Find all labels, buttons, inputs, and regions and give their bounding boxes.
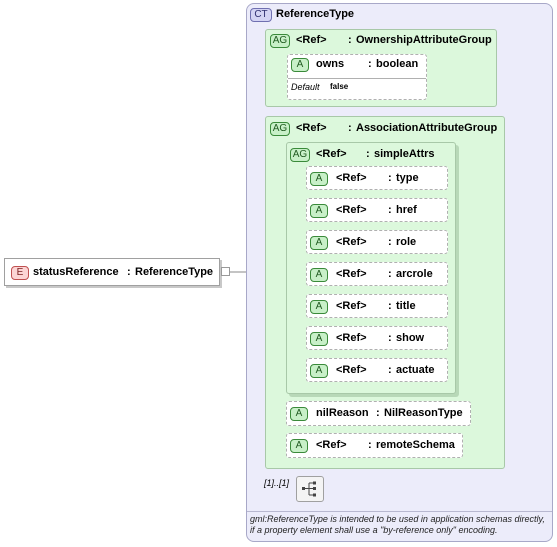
attr-href-box[interactable]	[306, 198, 448, 222]
attr-href-name: href	[396, 204, 417, 216]
element-sep: :	[127, 266, 131, 278]
attr-actuate-box[interactable]	[306, 358, 448, 382]
attr-actuate-sep: :	[388, 364, 392, 376]
nil-reason-sep: :	[376, 407, 380, 419]
simple-attrs-badge: AG	[290, 148, 310, 162]
owns-divider	[288, 78, 426, 79]
complex-type-badge: CT	[250, 8, 272, 22]
attr-role-badge: A	[310, 236, 328, 250]
owns-attribute-type: boolean	[376, 58, 419, 70]
association-group-badge: AG	[270, 122, 290, 136]
remote-schema-ref: <Ref>	[316, 439, 347, 451]
attr-arcrole-box[interactable]	[306, 262, 448, 286]
attr-actuate-name: actuate	[396, 364, 435, 376]
remote-schema-name: remoteSchema	[376, 439, 455, 451]
attr-role-sep: :	[388, 236, 392, 248]
complex-type-name: ReferenceType	[276, 8, 355, 20]
attr-role-box[interactable]	[306, 230, 448, 254]
ownership-group-name: OwnershipAttributeGroup	[356, 34, 492, 46]
ownership-group-badge: AG	[270, 34, 290, 48]
element-type: ReferenceType	[135, 266, 214, 278]
attr-show-sep: :	[388, 332, 392, 344]
default-label: Default	[291, 82, 320, 92]
attr-title-name: title	[396, 300, 416, 312]
element-name: statusReference	[33, 266, 119, 278]
attr-title-badge: A	[310, 300, 328, 314]
element-badge: E	[11, 266, 29, 280]
owns-attribute-sep: :	[368, 58, 372, 70]
attr-href-badge: A	[310, 204, 328, 218]
nil-reason-badge: A	[290, 407, 308, 421]
simple-attrs-ref: <Ref>	[316, 148, 347, 160]
attr-arcrole-sep: :	[388, 268, 392, 280]
documentation-divider	[247, 511, 552, 512]
documentation-text: gml:ReferenceType is intended to be used…	[250, 514, 545, 535]
default-value: false	[330, 82, 349, 91]
owns-attribute-box[interactable]	[287, 54, 427, 100]
attr-href-sep: :	[388, 204, 392, 216]
attr-arcrole-ref: <Ref>	[336, 268, 367, 280]
attr-title-ref: <Ref>	[336, 300, 367, 312]
attr-show-name: show	[396, 332, 425, 344]
sequence-compositor-icon[interactable]	[296, 476, 324, 502]
owns-attribute-badge: A	[291, 58, 309, 72]
attr-show-box[interactable]	[306, 326, 448, 350]
attr-show-ref: <Ref>	[336, 332, 367, 344]
ownership-group-ref: <Ref>	[296, 34, 327, 46]
nil-reason-type: NilReasonType	[384, 407, 463, 419]
attr-actuate-ref: <Ref>	[336, 364, 367, 376]
simple-attrs-sep: :	[366, 148, 370, 160]
nil-reason-box[interactable]	[286, 401, 471, 426]
cardinality-label: [1]..[1]	[264, 478, 290, 488]
attr-arcrole-name: arcrole	[396, 268, 433, 280]
ownership-group-sep: :	[348, 34, 352, 46]
attr-type-ref: <Ref>	[336, 172, 367, 184]
attr-type-box[interactable]	[306, 166, 448, 190]
attr-title-sep: :	[388, 300, 392, 312]
attr-type-name: type	[396, 172, 419, 184]
remote-schema-badge: A	[290, 439, 308, 453]
attr-href-ref: <Ref>	[336, 204, 367, 216]
attr-show-badge: A	[310, 332, 328, 346]
attr-title-box[interactable]	[306, 294, 448, 318]
attr-actuate-badge: A	[310, 364, 328, 378]
remote-schema-sep: :	[368, 439, 372, 451]
element-box[interactable]: E statusReference : ReferenceType	[4, 258, 220, 286]
nil-reason-name: nilReason	[316, 407, 369, 419]
association-group-ref: <Ref>	[296, 122, 327, 134]
attr-type-badge: A	[310, 172, 328, 186]
simple-attrs-name: simpleAttrs	[374, 148, 435, 160]
owns-attribute-name: owns	[316, 58, 345, 70]
association-group-name: AssociationAttributeGroup	[356, 122, 498, 134]
expand-toggle[interactable]	[221, 267, 230, 276]
attr-role-ref: <Ref>	[336, 236, 367, 248]
attr-arcrole-badge: A	[310, 268, 328, 282]
remote-schema-box[interactable]	[286, 433, 463, 458]
attr-role-name: role	[396, 236, 417, 248]
attr-type-sep: :	[388, 172, 392, 184]
association-group-sep: :	[348, 122, 352, 134]
